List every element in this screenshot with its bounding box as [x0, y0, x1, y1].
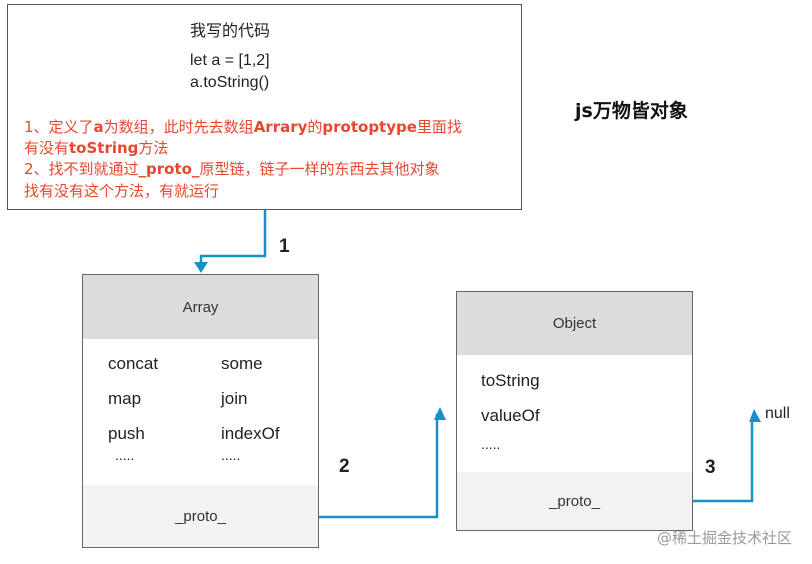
object-method-valueof: valueOf [481, 406, 540, 425]
note-line-2: 有没有toString方法 [24, 139, 169, 157]
code-box-title: 我写的代码 [190, 21, 271, 40]
note-line-1: 1、定义了a为数组，此时先去数组Arrary的protoptype里面找 [24, 118, 462, 136]
arrow-code-to-array [199, 210, 267, 264]
null-label: null [765, 405, 790, 422]
array-box: Array concat map push ..... some join in… [82, 274, 319, 548]
object-box-title: Object [457, 292, 692, 355]
arrow-code-to-array-head [194, 262, 208, 273]
array-method-concat: concat [108, 354, 159, 373]
step-label-2: 2 [339, 456, 350, 477]
watermark: @稀土掘金技术社区 [656, 529, 792, 547]
step-label-1: 1 [279, 236, 290, 257]
array-proto-slot: _proto_ [83, 485, 318, 547]
note-line-4: 找有没有这个方法，有就运行 [24, 182, 220, 200]
object-method-ellipsis: ..... [481, 436, 501, 452]
array-method-push: push [108, 424, 145, 443]
array-method-ellipsis-right: ..... [221, 447, 241, 463]
array-method-join: join [221, 389, 248, 408]
arrow-array-to-object [319, 413, 441, 519]
array-method-some: some [221, 354, 263, 373]
step-label-3: 3 [705, 457, 716, 478]
array-box-title: Array [83, 275, 318, 339]
code-box [7, 4, 522, 210]
arrow-array-to-object-head [434, 407, 446, 420]
note-line-3: 2、找不到就通过_proto_原型链，链子一样的东西去其他对象 [24, 160, 440, 178]
arrow-object-to-null-head [749, 409, 761, 422]
array-method-indexof: indexOf [221, 424, 280, 443]
object-method-tostring: toString [481, 371, 540, 390]
array-method-ellipsis-left: ..... [115, 447, 135, 463]
headline: js万物皆对象 [575, 100, 688, 122]
object-proto-slot: _proto_ [457, 472, 692, 530]
array-method-map: map [108, 389, 142, 408]
code-line-1: let a = [1,2] [190, 52, 270, 69]
code-line-2: a.toString() [190, 74, 270, 91]
arrow-object-to-null [693, 418, 756, 503]
object-box: Object toString valueOf ..... _proto_ [456, 291, 693, 531]
